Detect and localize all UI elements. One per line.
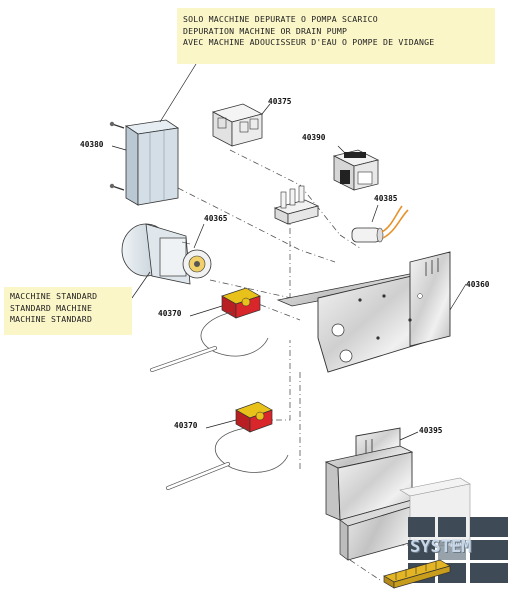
- terminal-block: [273, 185, 320, 225]
- transformer-box-40380: [109, 119, 180, 206]
- standard-note-line-3: MACHINE STANDARD: [10, 314, 93, 324]
- mounting-bracket-40360: [276, 251, 467, 373]
- relay-socket-40375: [211, 103, 271, 147]
- part-number-40370-lower: 40370: [174, 421, 198, 430]
- part-number-40380: 40380: [80, 140, 104, 149]
- timer-motor-40365: [121, 223, 212, 285]
- part-number-40365: 40365: [204, 214, 228, 223]
- lower-bracket-40395: [324, 427, 421, 561]
- drain-pump-note: SOLO MACCHINE DEPURATE O POMPA SCARICO D…: [177, 8, 495, 64]
- contactor-40390: [332, 145, 380, 191]
- standard-machine-note: MACCHINE STANDARD STANDARD MACHINE MACHI…: [4, 287, 132, 335]
- drain-note-line-3: AVEC MACHINE ADOUCISSEUR D'EAU O POMPE D…: [183, 37, 435, 47]
- standard-note-line-2: STANDARD MACHINE: [10, 302, 93, 313]
- capacitor-40385: [351, 204, 409, 243]
- drain-note-line-2: DEPURATION MACHINE OR DRAIN PUMP: [183, 25, 348, 36]
- part-number-40395: 40395: [419, 426, 443, 435]
- standard-note-line-1: MACCHINE STANDARD: [10, 291, 98, 301]
- drain-note-line-1: SOLO MACCHINE DEPURATE O POMPA SCARICO: [183, 14, 378, 24]
- part-number-40375: 40375: [268, 97, 292, 106]
- part-number-40360: 40360: [466, 280, 490, 289]
- part-number-40390: 40390: [302, 133, 326, 142]
- part-number-40370-upper: 40370: [158, 309, 182, 318]
- part-number-40400: 40400: [448, 540, 472, 549]
- thermostat-40370-upper: [150, 287, 269, 372]
- terminal-strip-40400: [383, 559, 451, 589]
- thermostat-40370-lower: [166, 401, 289, 490]
- watermark-text: SYSTEM: [410, 537, 472, 557]
- part-number-40385: 40385: [374, 194, 398, 203]
